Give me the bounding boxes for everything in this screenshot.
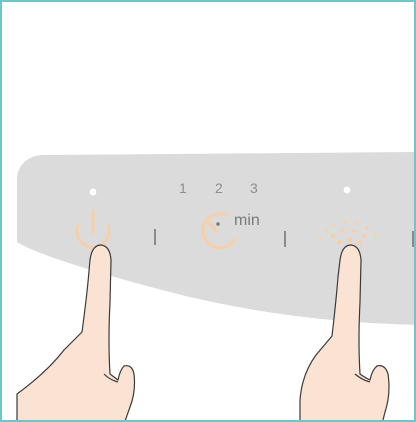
timer-option-2[interactable]: 2 xyxy=(215,180,223,196)
timer-option-1[interactable]: 1 xyxy=(179,180,187,196)
power-indicator-dot xyxy=(90,189,97,196)
mist-indicator-dot xyxy=(344,187,351,194)
timer-unit-label: min xyxy=(234,212,260,230)
timer-option-3[interactable]: 3 xyxy=(250,180,258,196)
